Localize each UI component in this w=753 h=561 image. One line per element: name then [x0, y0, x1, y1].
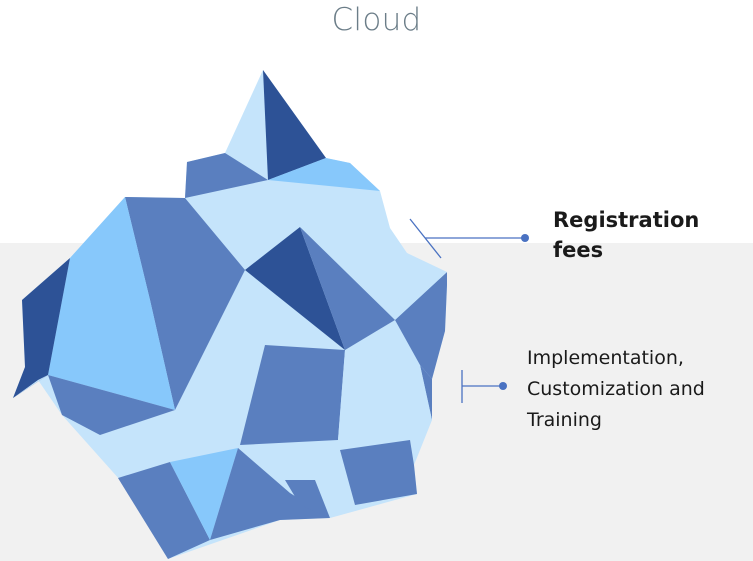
connector-below: [461, 370, 507, 403]
ice-facet: [240, 345, 345, 445]
ice-facet: [125, 197, 245, 410]
ice-facet: [225, 70, 268, 180]
connector-dot: [499, 382, 507, 390]
ice-facet: [48, 197, 175, 410]
ice-facet: [340, 440, 417, 505]
ice-facet: [13, 375, 48, 398]
ice-facet: [118, 462, 210, 559]
ice-facet: [285, 480, 330, 518]
diagram-title: Cloud: [331, 2, 422, 38]
ice-facet: [245, 227, 345, 350]
ice-facet: [395, 253, 447, 320]
ice-facet: [210, 448, 330, 540]
connector-above: [409, 218, 529, 259]
ice-facet: [13, 258, 70, 398]
ice-facet: [338, 350, 432, 440]
ice-facet: [395, 272, 447, 379]
iceberg: [13, 70, 447, 559]
ice-facet: [300, 227, 395, 350]
label-above-water: Registration fees: [553, 208, 700, 262]
ice-facet: [48, 375, 175, 435]
connector-dot: [521, 234, 529, 242]
ice-facet: [185, 153, 268, 198]
ice-facet: [263, 70, 326, 180]
ice-facet: [170, 448, 238, 540]
ice-facet: [268, 158, 380, 191]
label-below-water: Implementation, Customization and Traini…: [527, 347, 705, 431]
